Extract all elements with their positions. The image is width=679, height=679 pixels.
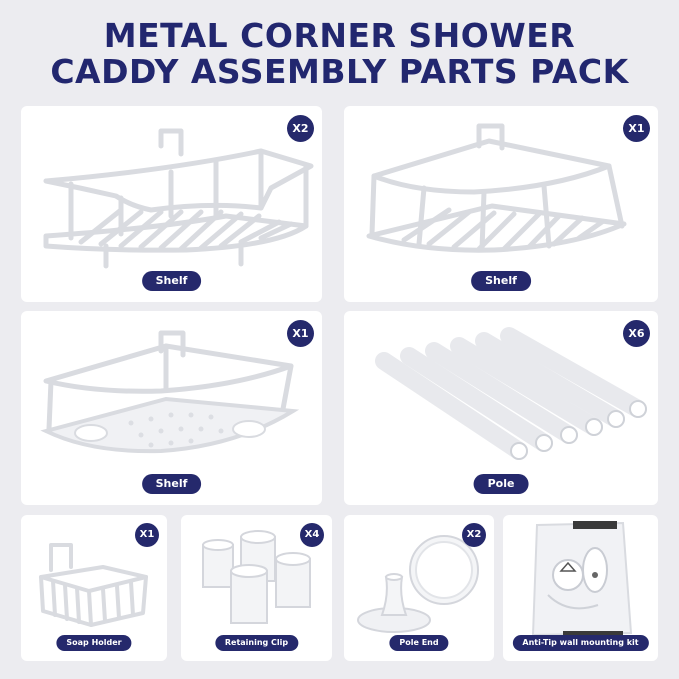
part-card-shelf-3: X1 Shelf: [21, 311, 322, 505]
part-card-shelf-2: X1 Shelf: [344, 106, 658, 302]
pole-icon: [375, 327, 647, 460]
corner-shelf-with-holes-icon: [40, 330, 300, 454]
part-card-mounting-kit: Anti-Tip wall mounting kit: [503, 515, 658, 661]
part-label: Shelf: [471, 271, 531, 291]
soap-holder-icon: [39, 543, 148, 627]
quantity-badge: X1: [287, 320, 314, 347]
quantity-badge: X2: [462, 523, 486, 547]
quantity-badge: X1: [135, 523, 159, 547]
corner-shelf-icon: [366, 123, 627, 253]
part-card-retaining-clip: X4 Retaining Clip: [181, 515, 332, 661]
part-label: Shelf: [141, 474, 202, 494]
quantity-badge: X6: [623, 320, 650, 347]
part-label: Retaining Clip: [214, 635, 299, 651]
part-label: Pole: [473, 474, 529, 494]
retaining-clip-icon: [202, 530, 311, 624]
quantity-badge: X4: [300, 523, 324, 547]
quantity-badge: X2: [287, 115, 314, 142]
mounting-kit-bag-icon: [531, 521, 633, 637]
pole-end-icon: [357, 535, 479, 633]
part-label: Soap Holder: [56, 635, 132, 651]
page-title: METAL CORNER SHOWER CADDY ASSEMBLY PARTS…: [0, 18, 679, 90]
part-card-pole: X6 Pole: [344, 311, 658, 505]
corner-shelf-icon: [43, 128, 314, 269]
part-card-shelf-1: X2 Shelf: [21, 106, 322, 302]
part-card-soap-holder: X1 Soap Holder: [21, 515, 167, 661]
part-label: Anti-Tip wall mounting kit: [512, 635, 649, 651]
part-label: Pole End: [389, 635, 449, 651]
quantity-badge: X1: [623, 115, 650, 142]
title-line-2: CADDY ASSEMBLY PARTS PACK: [50, 52, 629, 91]
title-line-1: METAL CORNER SHOWER: [103, 16, 576, 55]
part-card-pole-end: X2 Pole End: [344, 515, 494, 661]
part-label: Shelf: [141, 271, 202, 291]
